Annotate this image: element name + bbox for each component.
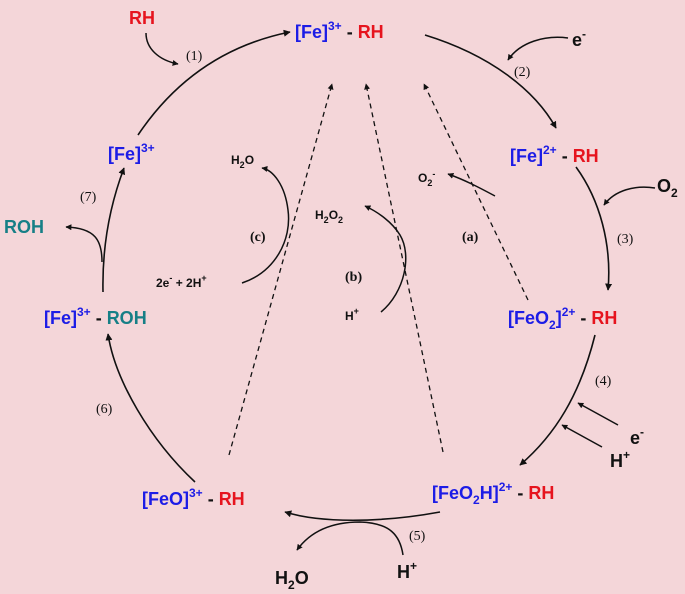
shunt-a-side-arrow [447, 172, 496, 197]
reagent-proton-5: H+ [397, 559, 417, 582]
shunt-c-side-arrow [241, 166, 290, 284]
shunt-c-product-water: H2O [231, 153, 254, 170]
electron-input-arrow-4 [577, 402, 619, 426]
step-label-4: (4) [595, 374, 612, 389]
step-label-7: (7) [80, 190, 97, 205]
cycle-arrow-5 [284, 510, 441, 522]
step-label-5: (5) [409, 529, 426, 544]
cycle-arrow-2 [424, 34, 557, 129]
shunt-a-label: (a) [462, 230, 479, 245]
species-feo2-rh: [FeO2]2+ - RH [508, 305, 617, 332]
reagent-electron-4: e- [630, 425, 644, 448]
step-label-1: (1) [186, 49, 203, 64]
shunt-c-dashed-line [228, 83, 334, 456]
shunt-b-reagent-proton: H+ [345, 306, 359, 323]
roh-release-arrow [65, 224, 103, 263]
species-fe2-rh: [Fe]2+ - RH [510, 143, 599, 166]
shunt-a-dashed-line [423, 83, 529, 301]
shunt-c-label: (c) [250, 230, 266, 245]
proton-input-arrow-4 [561, 424, 603, 448]
cycle-arrow-3 [575, 166, 613, 291]
step-label-6: (6) [96, 402, 113, 417]
electron-input-arrow-2 [507, 36, 569, 61]
shunt-b-product-peroxide: H2O2 [315, 208, 343, 225]
shunt-a-product-superoxide: O2- [418, 169, 435, 188]
rh-input-arrow [145, 32, 179, 66]
cycle-arrow-4 [519, 334, 596, 466]
shunt-b-label: (b) [345, 270, 362, 285]
step-label-3: (3) [617, 232, 634, 247]
species-fe3-roh: [Fe]3+ - ROH [44, 305, 147, 328]
cycle-arrow-7 [102, 167, 126, 293]
reagent-electron-2: e- [572, 27, 586, 50]
shunt-c-reagent: 2e- + 2H+ [156, 273, 207, 290]
step-label-2: (2) [514, 65, 531, 80]
reagent-rh: RH [129, 8, 155, 28]
species-fe3: [Fe]3+ [108, 141, 155, 164]
product-water-5: H2O [275, 568, 309, 592]
shunt-b-side-arrow [364, 205, 407, 313]
cycle-arrow-1 [137, 29, 291, 136]
species-feo-rh: [FeO]3+ - RH [142, 486, 245, 509]
o2-input-arrow [603, 186, 656, 206]
species-feo2h-rh: [FeO2H]2+ - RH [432, 480, 554, 507]
reagent-o2: O2 [657, 176, 678, 200]
step5-side-arrow [296, 521, 404, 556]
product-roh: ROH [4, 217, 44, 237]
reagent-proton-4: H+ [610, 448, 630, 471]
cycle-arrow-6 [105, 333, 196, 483]
species-fe3-rh: [Fe]3+ - RH [295, 19, 384, 42]
